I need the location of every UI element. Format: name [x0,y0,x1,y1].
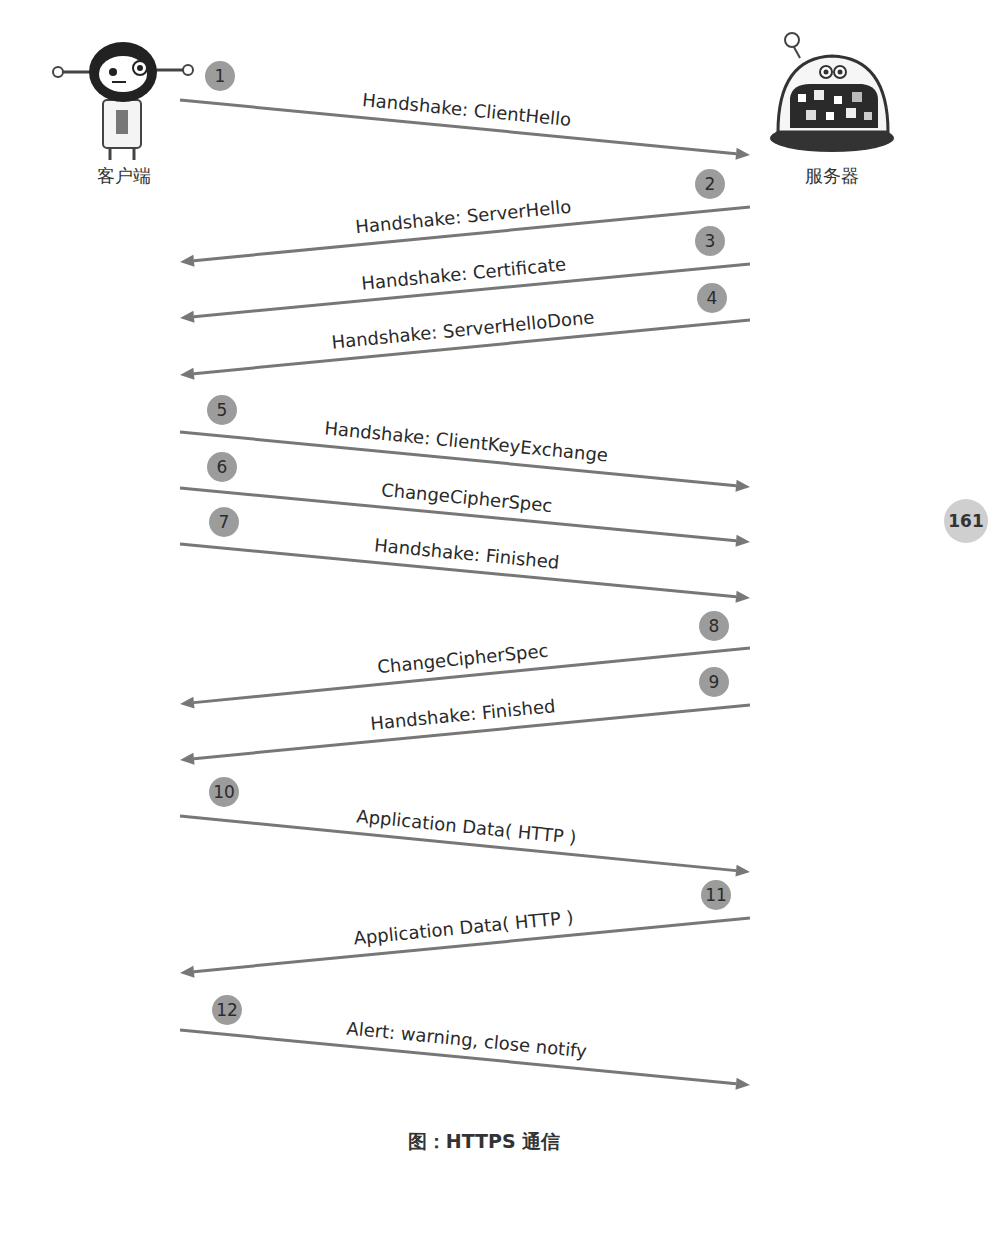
party-label: 服务器 [750,164,910,188]
message-label: Handshake: ServerHelloDone [329,306,598,353]
message-label: Handshake: ClientHello [359,89,574,130]
callout-number: 10 [209,777,239,807]
callout-number: 4 [697,283,727,313]
callout-number: 8 [699,611,729,641]
callout-number: 7 [209,507,239,537]
callout-number: 1 [205,61,235,91]
message-label: Application Data( HTTP ) [354,805,580,848]
message-label: ChangeCipherSpec [375,639,552,677]
lifeline-column: 客户端 [50,40,180,1100]
client-robot [53,42,193,160]
server-robot [770,33,894,152]
callout-number: 2 [695,169,725,199]
message-label: Application Data( HTTP ) [350,906,576,948]
message-label: Handshake: ClientKeyExchange [322,417,611,466]
callout-number: 9 [699,667,729,697]
message-label: Handshake: Certificate [358,253,568,294]
message-label: Handshake: Finished [371,534,562,573]
party-label: 客户端 [50,164,180,188]
page-number: 161 [944,499,988,543]
callout-number: 12 [212,995,242,1025]
message-label: Handshake: Finished [368,695,559,734]
callout-number: 5 [207,395,237,425]
figure-caption: 图：HTTPS 通信 [408,1129,560,1155]
lifeline-column: 服务器 [750,30,910,1100]
callout-number: 6 [207,452,237,482]
callout-number: 3 [695,226,725,256]
message-label: ChangeCipherSpec [378,478,555,515]
message-label: Handshake: ServerHello [353,196,575,238]
callout-number: 11 [701,880,731,910]
message-label: Alert: warning, close notify [344,1017,590,1061]
